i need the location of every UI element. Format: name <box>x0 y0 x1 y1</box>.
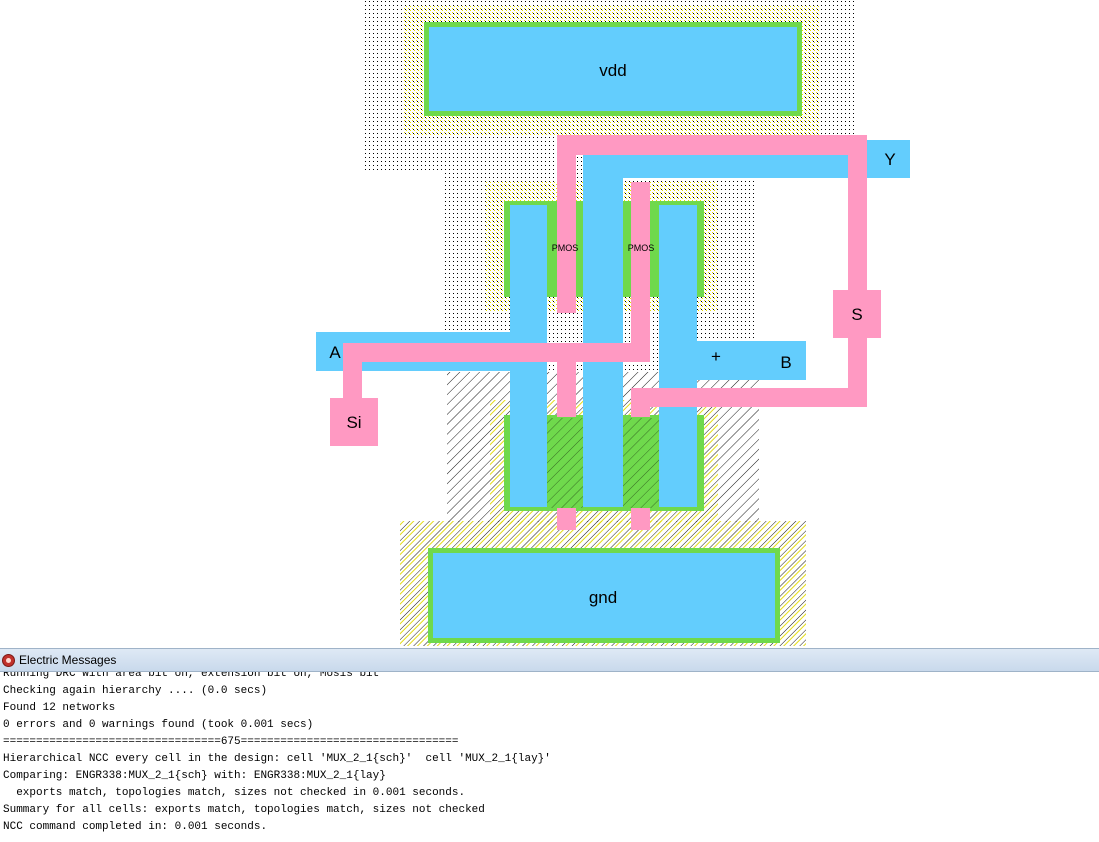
layout-drawing[interactable]: vdd gnd Y A B S Si PMOS PMOS + <box>0 0 1099 646</box>
layout-canvas[interactable]: vdd gnd Y A B S Si PMOS PMOS + <box>0 0 1099 646</box>
gnd-rail-label: gnd <box>589 588 617 607</box>
message-line: Found 12 networks <box>3 702 116 714</box>
message-line: Hierarchical NCC every cell in the desig… <box>3 753 551 765</box>
polysilicon-layer <box>330 135 881 530</box>
message-line: Summary for all cells: exports match, to… <box>3 804 485 816</box>
crosshair-cursor-icon: + <box>711 347 721 366</box>
export-si-label[interactable]: Si <box>346 413 361 432</box>
electric-app-icon <box>2 653 15 667</box>
messages-window-title: Electric Messages <box>19 653 117 667</box>
message-line: Running DRC with area bit on, extension … <box>3 672 380 680</box>
export-y-label[interactable]: Y <box>884 150 895 169</box>
export-s-label[interactable]: S <box>851 305 862 324</box>
pmos-left-label[interactable]: PMOS <box>552 243 579 253</box>
export-a-label[interactable]: A <box>329 343 341 362</box>
message-list: Running DRC with area bit on, extension … <box>3 672 551 836</box>
message-line: NCC command completed in: 0.001 seconds. <box>3 821 268 833</box>
pmos-right-label[interactable]: PMOS <box>628 243 655 253</box>
nmos-diffusion <box>547 418 583 508</box>
nmos-diffusion <box>623 418 659 508</box>
message-line: Checking again hierarchy .... (0.0 secs) <box>3 685 268 697</box>
metal1-layer <box>316 27 910 638</box>
message-line: =================================675====… <box>3 736 459 748</box>
messages-titlebar[interactable]: Electric Messages <box>0 648 1099 672</box>
vdd-rail-label: vdd <box>599 61 626 80</box>
messages-window[interactable]: Electric Messages Running DRC with area … <box>0 648 1099 842</box>
messages-text-area[interactable]: Running DRC with area bit on, extension … <box>0 672 1099 842</box>
message-line: exports match, topologies match, sizes n… <box>3 787 466 799</box>
message-line: Comparing: ENGR338:MUX_2_1{sch} with: EN… <box>3 770 386 782</box>
message-line: 0 errors and 0 warnings found (took 0.00… <box>3 719 314 731</box>
export-b-label[interactable]: B <box>780 353 791 372</box>
